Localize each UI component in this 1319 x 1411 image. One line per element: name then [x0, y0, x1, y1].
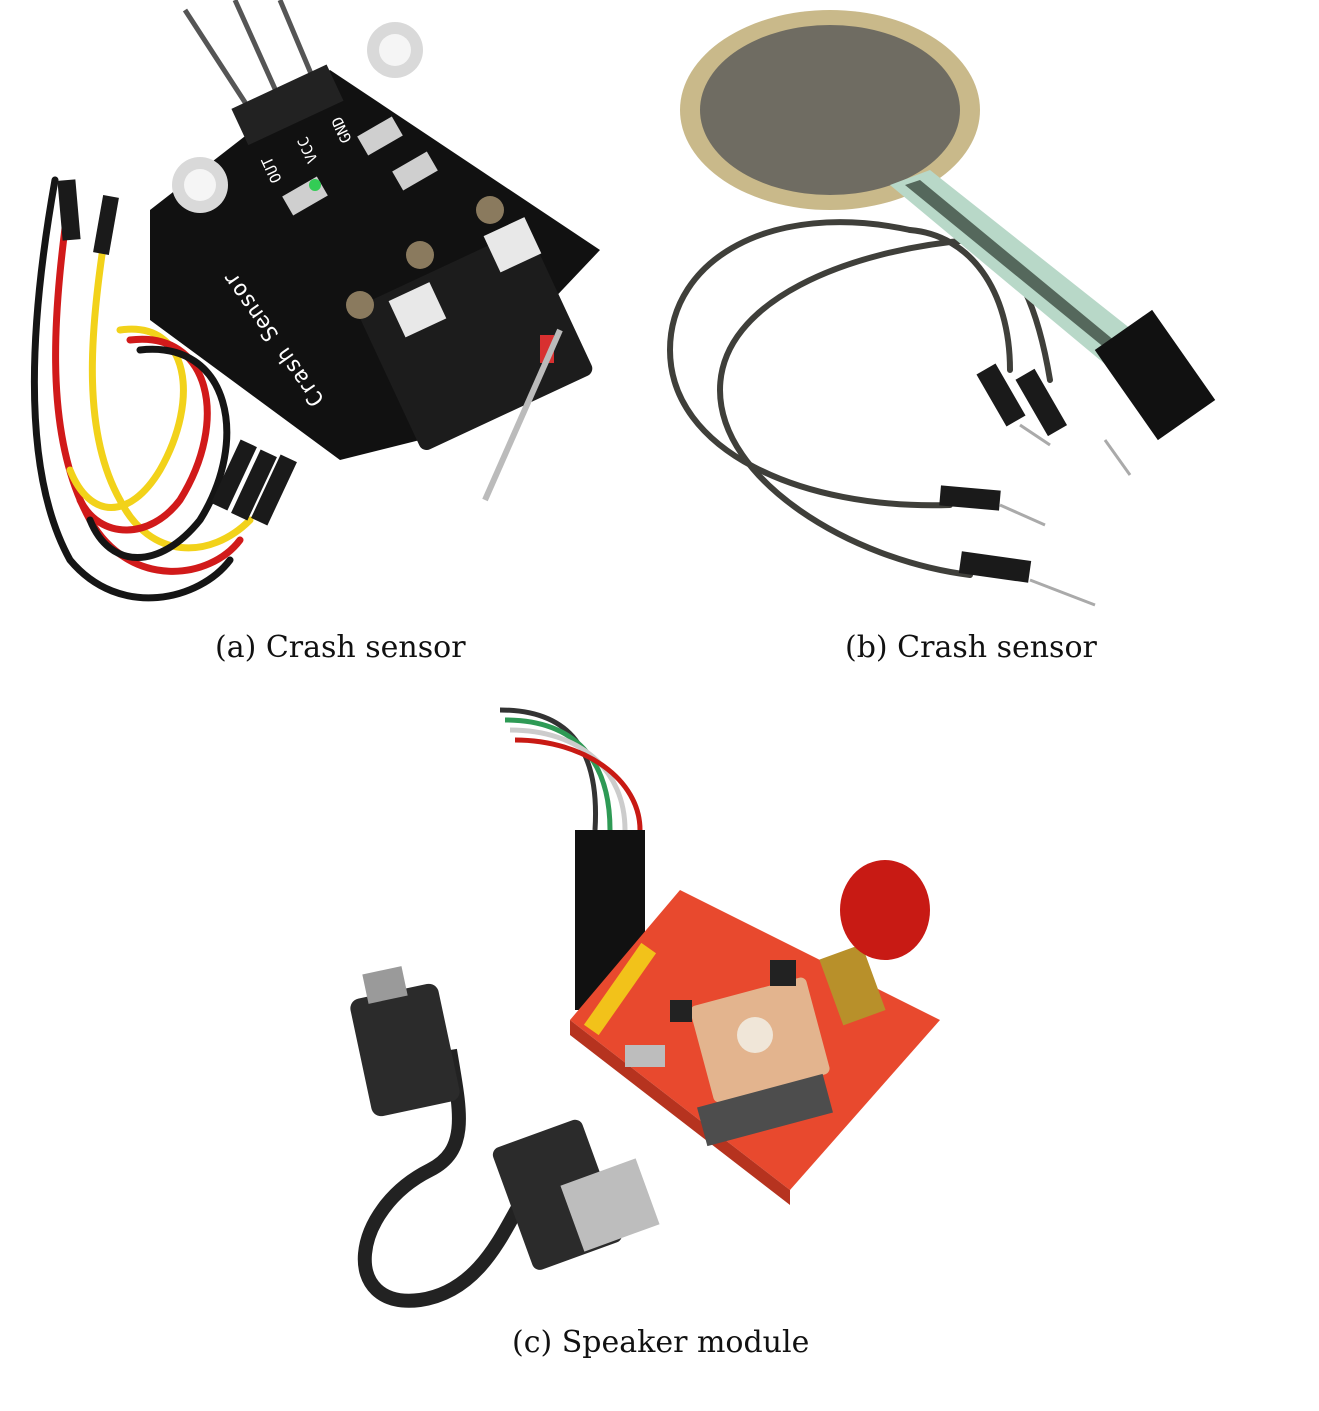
crash-sensor-module-illustration: Crash Sensor OUT VCC GND	[30, 0, 600, 602]
panel-c-image	[330, 690, 970, 1320]
force-sensitive-resistor	[680, 10, 1216, 441]
speaker-board	[570, 860, 940, 1205]
male-pin-connectors	[939, 363, 1132, 607]
caption-panel-c: (c) Speaker module	[512, 1325, 810, 1360]
force-sensor-illustration	[666, 10, 1216, 607]
crash-sensor-board	[150, 22, 600, 502]
speaker-module-illustration	[350, 707, 940, 1308]
jumper-wires	[30, 176, 254, 602]
caption-panel-b: (b) Crash sensor	[845, 630, 1097, 665]
panel-a-image: Crash Sensor OUT VCC GND	[0, 0, 640, 620]
panel-b-image	[650, 0, 1319, 620]
micro-usb-cable	[350, 966, 660, 1308]
ribbon-wires	[499, 707, 643, 831]
dupont-connectors	[57, 179, 297, 526]
caption-panel-a: (a) Crash sensor	[215, 630, 466, 665]
